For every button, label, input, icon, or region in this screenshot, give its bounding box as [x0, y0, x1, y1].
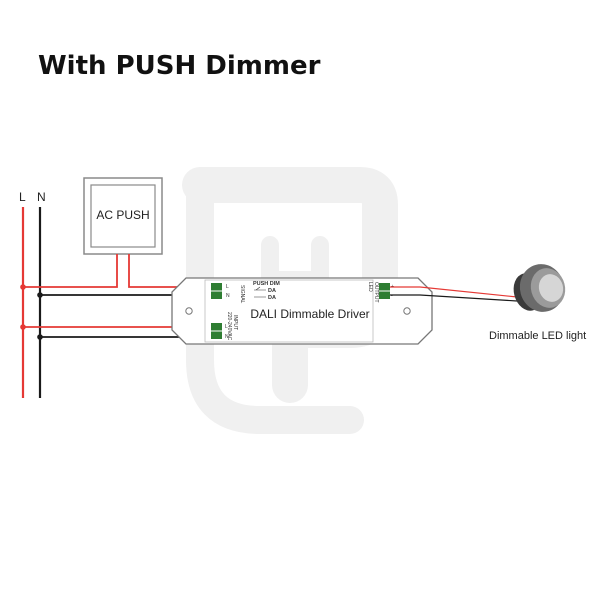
line-to-switch-wire: [23, 254, 118, 288]
line-label: L: [19, 190, 26, 204]
input-group-label: INPUT: [232, 315, 238, 330]
push-switch-symbol: [254, 286, 266, 298]
dali-driver: PUSH DIM L N SIGNAL DA DA INPUT 220-240V…: [171, 277, 433, 345]
signal-header-label: PUSH DIM: [253, 281, 280, 287]
output-positive-wire: [390, 286, 518, 298]
input-pin-n: N: [225, 334, 229, 340]
output-negative-wire: [390, 294, 518, 302]
led-downlight: [513, 264, 566, 312]
input-pin-l: L: [225, 324, 228, 330]
mounting-hole-left: [185, 307, 193, 315]
diagram-title: With PUSH Dimmer: [38, 51, 321, 81]
signal-pin-code-2: N: [226, 293, 230, 299]
signal-group-label: SIGNAL: [239, 285, 245, 304]
mounting-hole-right: [403, 307, 411, 315]
output-type-label: LED: [367, 282, 373, 292]
output-pin-minus: -: [391, 293, 393, 299]
signal-pin-code-1: L: [226, 284, 229, 290]
neutral-label: N: [37, 190, 46, 204]
driver-name-label: DALI Dimmable Driver: [250, 307, 369, 321]
output-group-label: OUTPUT: [373, 282, 379, 303]
ac-push-label: AC PUSH: [96, 208, 149, 222]
signal-pin-da-2: DA: [268, 295, 276, 301]
led-light-label: Dimmable LED light: [489, 330, 586, 342]
ac-push-switch: AC PUSH: [83, 177, 163, 255]
signal-pin-da-1: DA: [268, 288, 276, 294]
input-voltage-label: 220-240VAC: [226, 312, 232, 341]
